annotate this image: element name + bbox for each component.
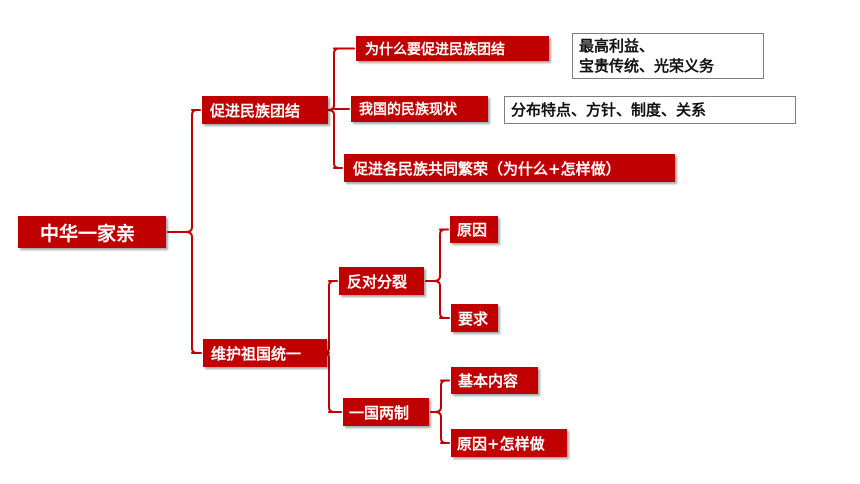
note-line: 分布特点、方针、制度、关系 [511, 101, 707, 119]
note-distribution: 分布特点、方针、制度、关系 [504, 96, 796, 124]
node-one-country-two-systems: 一国两制 [343, 398, 429, 426]
one-country-two-systems-bracket [430, 379, 450, 444]
node-oppose-reason: 原因 [450, 216, 498, 243]
branch-promote-unity-label: 促进民族团结 [210, 101, 301, 120]
oppose-separatism-bracket [425, 228, 450, 319]
node-ethnic-status-label: 我国的民族现状 [359, 102, 457, 118]
node-oppose-separatism: 反对分裂 [339, 267, 424, 295]
node-reason-and-how: 原因+怎样做 [451, 429, 567, 457]
promote-unity-bracket [327, 47, 355, 169]
node-oppose-requirement: 要求 [451, 304, 498, 332]
root-label: 中华一家亲 [40, 222, 136, 245]
node-oppose-requirement-label: 要求 [458, 309, 489, 328]
branch-promote-unity: 促进民族团结 [202, 96, 328, 124]
note-highest-interest: 最高利益、 宝贵传统、光荣义务 [572, 33, 764, 79]
root-bracket [167, 109, 202, 354]
node-common-prosperity-label: 促进各民族共同繁荣（为什么+怎样做） [353, 159, 621, 178]
node-why-promote-unity-label: 为什么要促进民族团结 [365, 41, 505, 58]
branch-reunification: 维护祖国统一 [203, 339, 327, 367]
node-common-prosperity: 促进各民族共同繁荣（为什么+怎样做） [344, 154, 675, 182]
node-why-promote-unity: 为什么要促进民族团结 [356, 36, 549, 61]
node-ethnic-status: 我国的民族现状 [351, 96, 488, 122]
note-line: 最高利益、 [579, 37, 655, 55]
node-one-country-two-systems-label: 一国两制 [349, 403, 410, 422]
node-basic-content-label: 基本内容 [458, 372, 519, 390]
node-reason-and-how-label: 原因+怎样做 [457, 434, 545, 453]
node-oppose-reason-label: 原因 [457, 221, 488, 239]
node-basic-content: 基本内容 [451, 367, 538, 394]
node-oppose-separatism-label: 反对分裂 [347, 272, 408, 291]
note-line: 宝贵传统、光荣义务 [579, 57, 715, 75]
branch-reunification-label: 维护祖国统一 [211, 344, 302, 363]
root-node: 中华一家亲 [18, 216, 166, 248]
